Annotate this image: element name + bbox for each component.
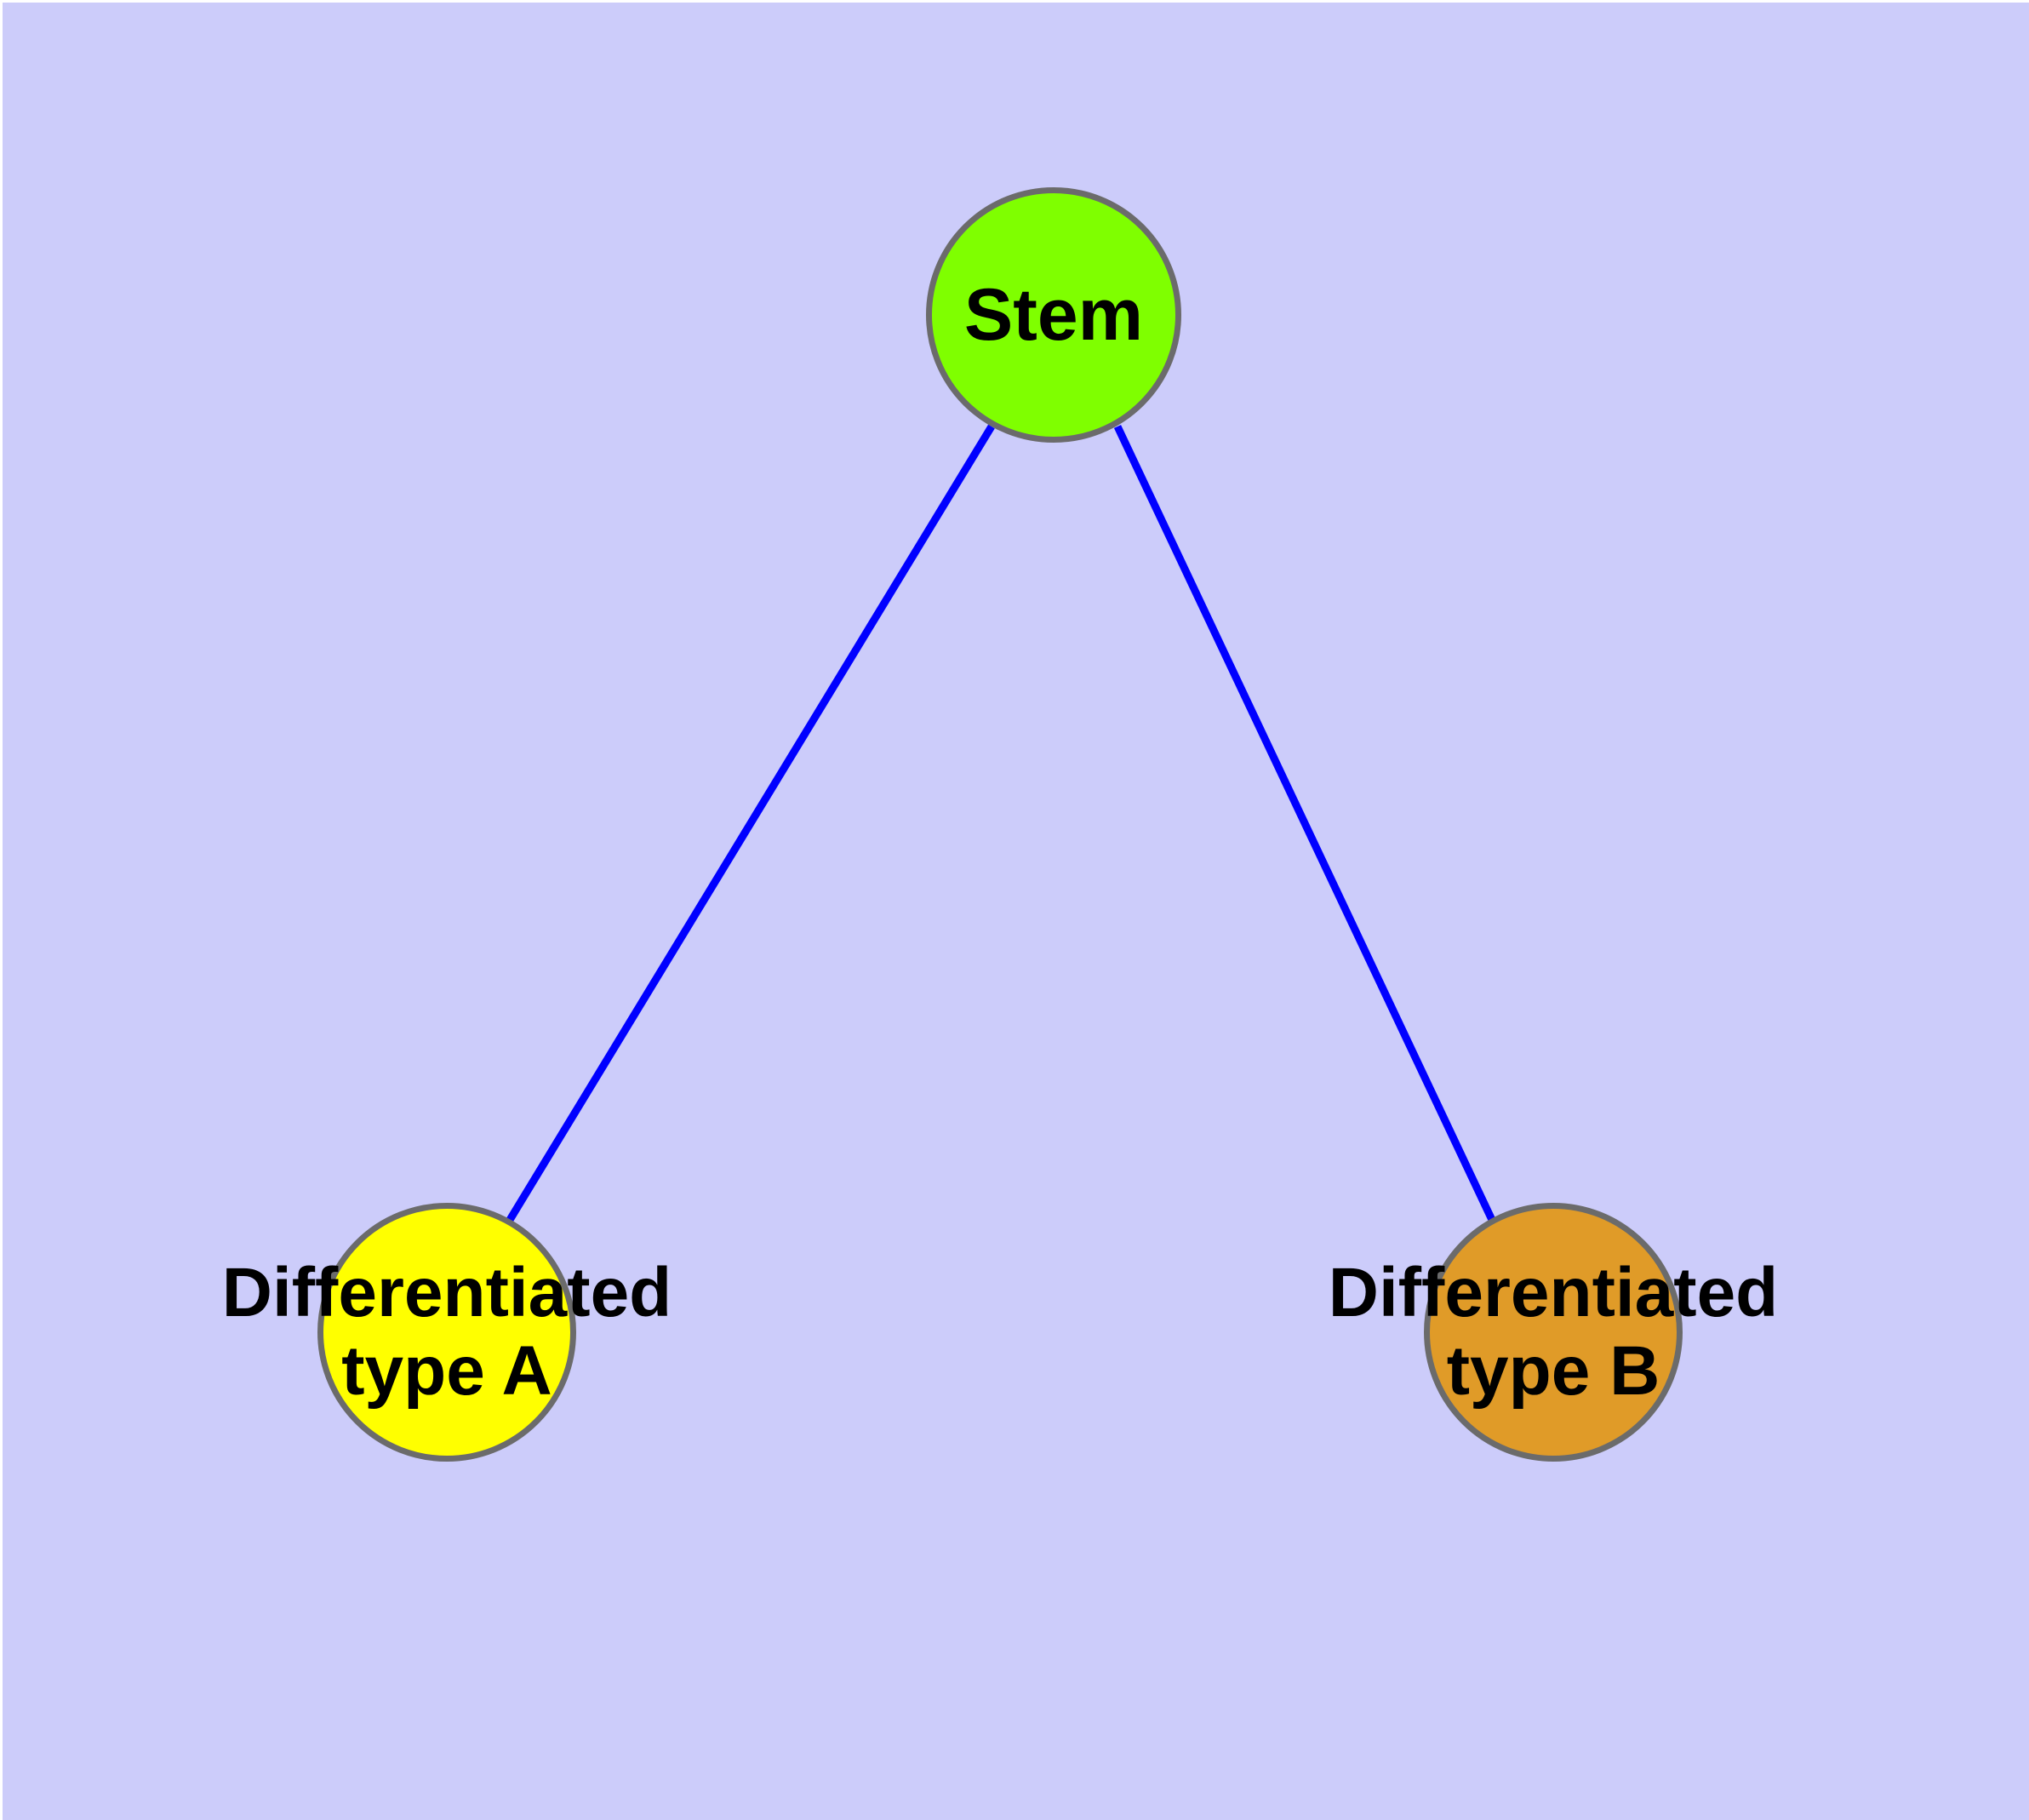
- node-differentiated-type-a[interactable]: Differentiated type A: [222, 1203, 672, 1462]
- node-stem-label-line1: Stem: [963, 273, 1144, 356]
- edge-stem-to-type-a: [506, 424, 995, 1222]
- edge-layer: [506, 424, 1496, 1222]
- edge-stem-to-type-b: [1113, 425, 1496, 1222]
- diagram-canvas: Stem Differentiated type A Differentiate…: [3, 3, 2029, 1820]
- node-differentiated-type-b[interactable]: Differentiated type B: [1329, 1203, 1778, 1462]
- node-type-b-label-line2: type B: [1446, 1332, 1660, 1410]
- node-stem-label: Stem: [964, 274, 1143, 356]
- node-stem[interactable]: Stem: [926, 187, 1181, 443]
- node-type-a-label-line2: type A: [341, 1332, 552, 1410]
